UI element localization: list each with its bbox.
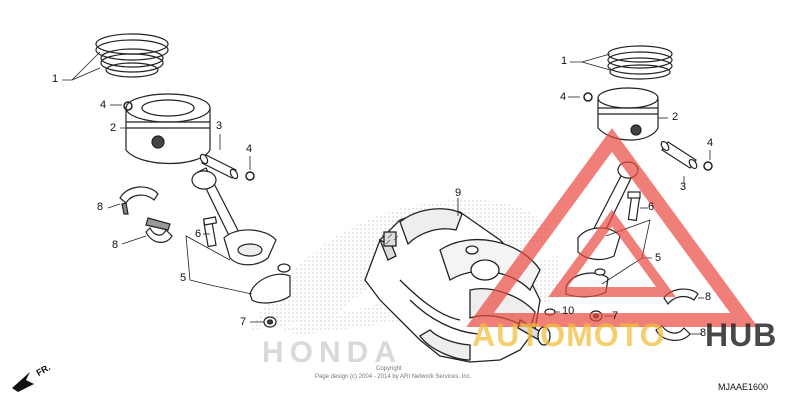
watermark-triangle bbox=[466, 128, 758, 327]
diagram-part-code: MJAAE1600 bbox=[718, 382, 769, 392]
callout-5-right: 5 bbox=[655, 252, 662, 264]
callout-6-left: 6 bbox=[195, 228, 202, 240]
clip-left-lower bbox=[245, 171, 255, 181]
callout-1-left: 1 bbox=[52, 73, 59, 85]
copyright-label: Copyright bbox=[376, 366, 402, 372]
piston-pin-right bbox=[660, 140, 698, 170]
callout-7-left: 7 bbox=[240, 316, 247, 328]
callout-5-left: 5 bbox=[180, 272, 187, 284]
copyright-notice: Page design (c) 2004 - 2014 by ARI Netwo… bbox=[315, 374, 472, 380]
callout-4-left-lower: 4 bbox=[246, 143, 253, 155]
callout-7-right: 7 bbox=[612, 310, 619, 322]
piston-rings-right bbox=[607, 45, 673, 80]
bearing-left-upper bbox=[119, 186, 159, 215]
callout-10-key: 10 bbox=[562, 305, 575, 317]
callout-4-left-upper: 4 bbox=[100, 99, 107, 111]
callout-2-right: 2 bbox=[672, 111, 679, 123]
callout-8-right-upper: 8 bbox=[705, 291, 712, 303]
crankshaft-gear bbox=[381, 231, 399, 245]
honda-background-logo: HONDA bbox=[262, 336, 402, 369]
bolt-right bbox=[627, 191, 641, 222]
clip-right-upper bbox=[583, 92, 593, 102]
callout-4-right-lower: 4 bbox=[707, 137, 714, 149]
rod-cap-left bbox=[249, 263, 291, 304]
bolt-left bbox=[202, 216, 218, 248]
connecting-rod-left bbox=[191, 167, 277, 266]
piston-right bbox=[597, 87, 659, 141]
piston-left bbox=[125, 93, 211, 164]
callout-8-left-upper: 8 bbox=[97, 201, 104, 213]
nut-left bbox=[263, 316, 277, 328]
callout-2-left: 2 bbox=[110, 122, 117, 134]
bearing-right-lower bbox=[655, 325, 691, 341]
piston-pin-left bbox=[199, 153, 239, 180]
piston-rings-left bbox=[95, 33, 169, 78]
callout-4-right-upper: 4 bbox=[560, 91, 567, 103]
clip-left-upper bbox=[123, 101, 133, 111]
watermark-brand-part1: AUTOMOTO bbox=[472, 317, 666, 353]
callout-3-right: 3 bbox=[680, 181, 687, 193]
leader-lines bbox=[62, 51, 711, 335]
bearing-left-lower bbox=[145, 217, 173, 243]
watermark-brand-part2: HUB bbox=[705, 317, 778, 353]
callout-9-crankshaft: 9 bbox=[455, 187, 462, 199]
callout-1-right: 1 bbox=[561, 55, 568, 67]
callout-6-right: 6 bbox=[648, 201, 655, 213]
front-direction-arrow bbox=[12, 372, 34, 392]
callout-8-right-lower: 8 bbox=[700, 327, 707, 339]
callout-3-left: 3 bbox=[216, 120, 223, 132]
clip-right-lower bbox=[703, 161, 713, 171]
callout-8-left-lower: 8 bbox=[112, 239, 119, 251]
